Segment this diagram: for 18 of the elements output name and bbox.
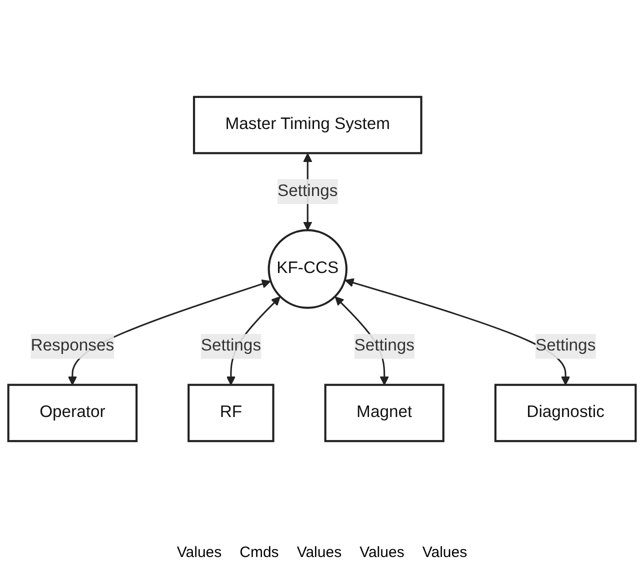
edge-label: Settings [535,336,596,355]
node-box: Master Timing System [192,96,422,154]
flow-label: Values [296,544,342,561]
edge-label: Responses [30,336,114,355]
edge-label: Settings [354,336,414,355]
node-circle: KF-CCS [268,229,348,309]
node-box: Operator [7,384,138,442]
arrow [344,278,570,386]
edge-label: Settings [200,336,262,355]
node-box: RF [188,384,274,442]
edge-label: Settings [278,182,338,200]
node-box: Diagnostic [494,384,637,442]
node-box: Magnet [324,384,444,442]
flow-label: Values [422,544,468,561]
arrow [68,279,271,386]
flow-label: Values [360,544,404,561]
flow-label: Cmds [240,544,279,561]
flow-label: Values [176,544,222,561]
